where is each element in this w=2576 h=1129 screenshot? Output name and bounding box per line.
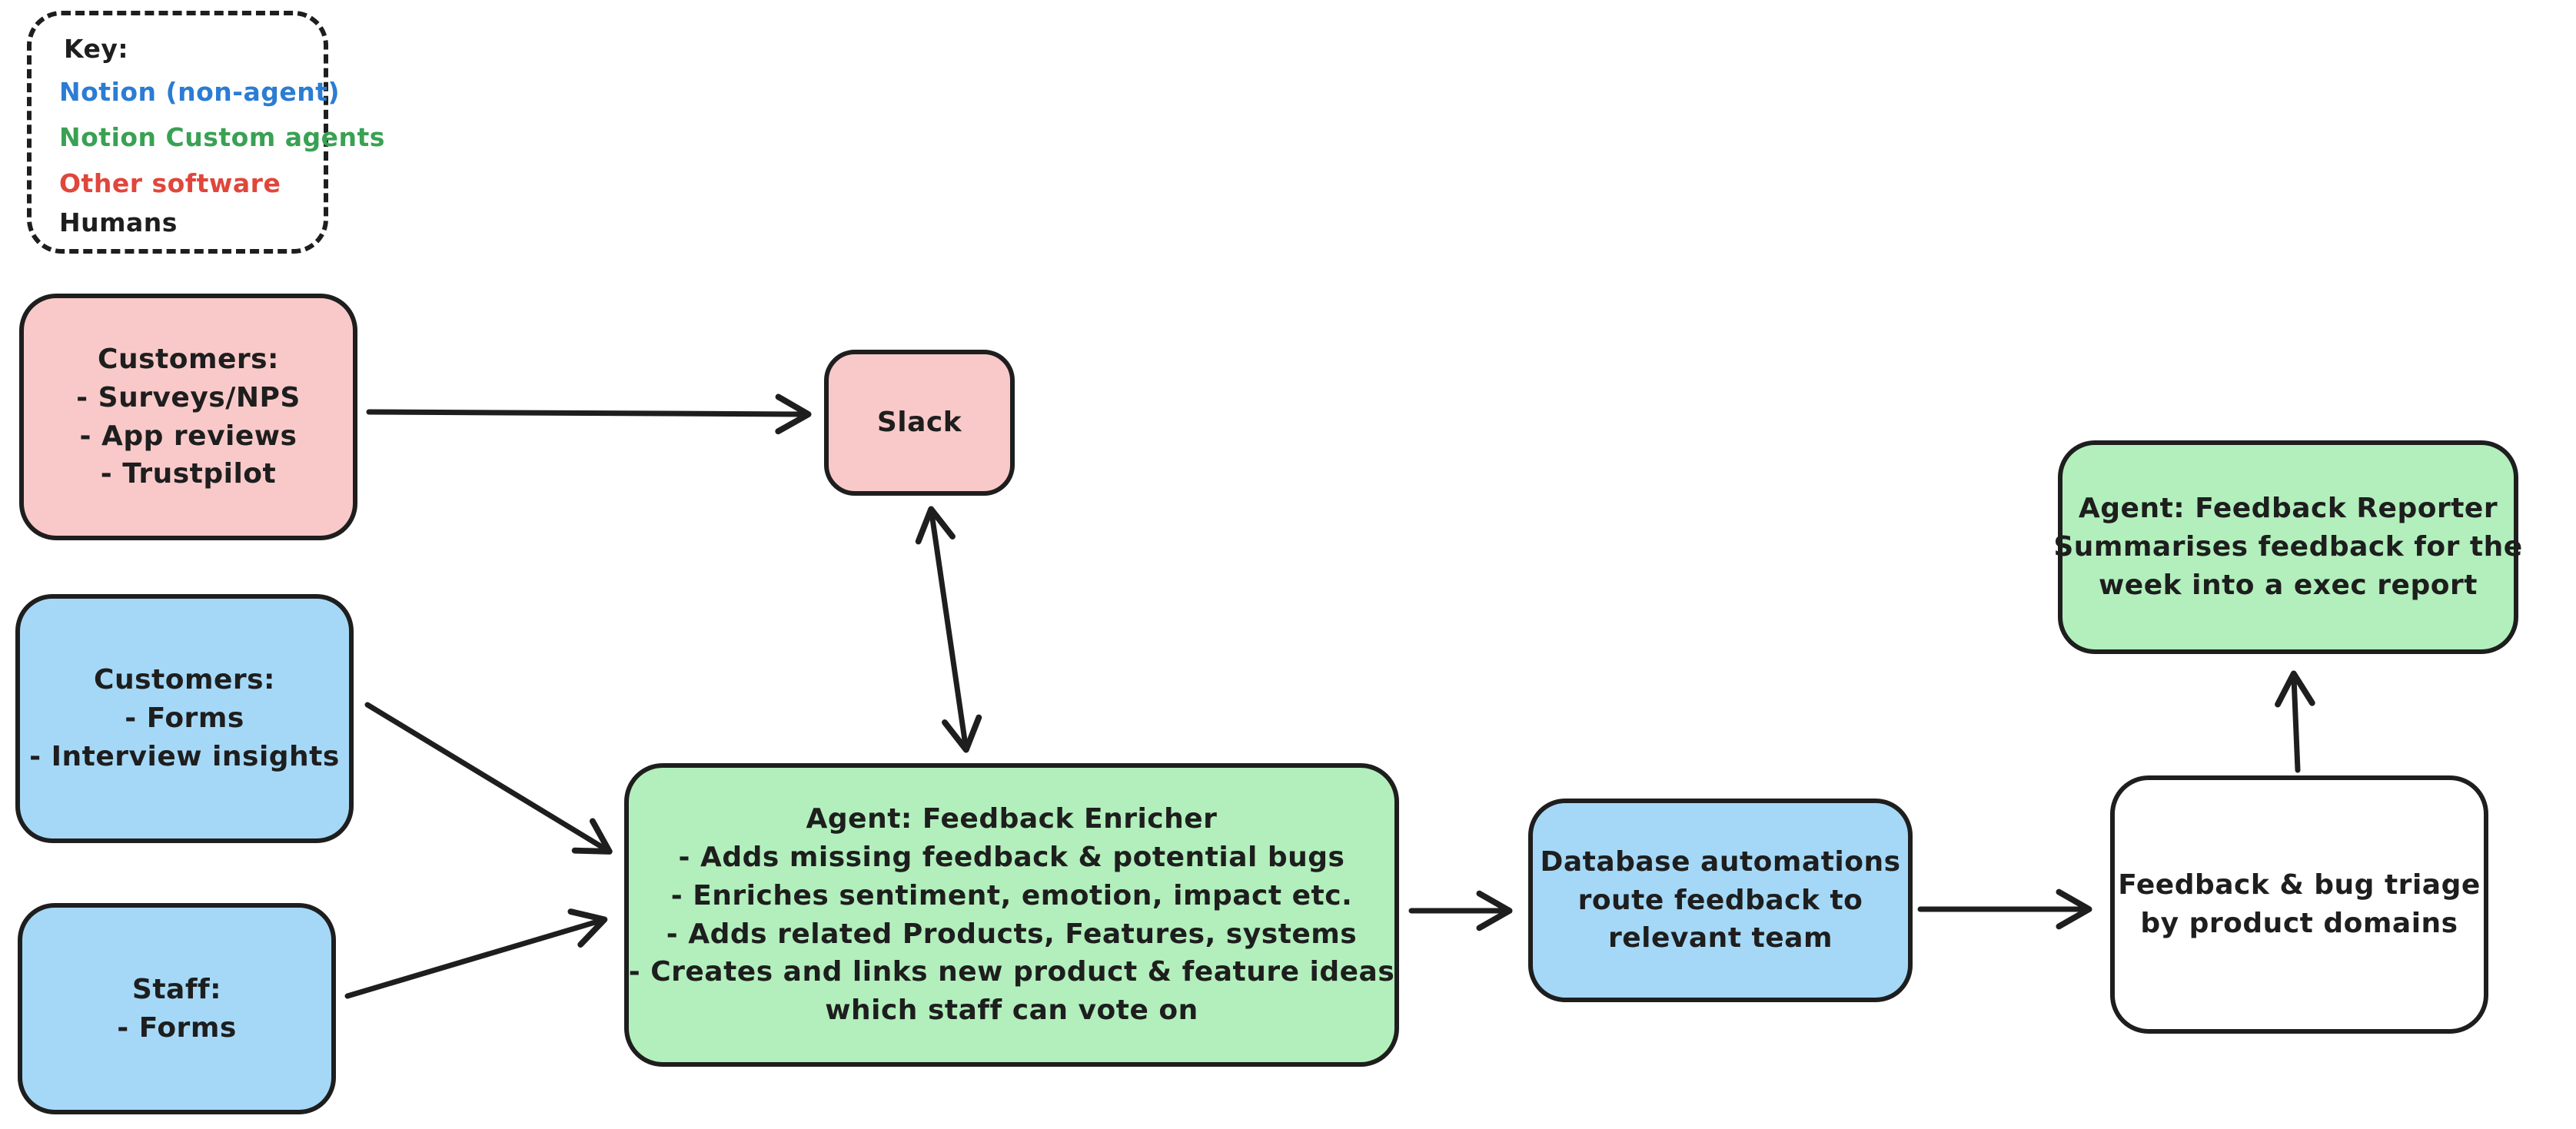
node-text-line: Staff: [131,973,222,1005]
node-text-line: Customers: [98,344,279,376]
node-text-line: - Adds related Products, Features, syste… [666,918,1358,950]
node-text-line: - Adds missing feedback & potential bugs [678,842,1345,874]
node-text-line: - Surveys/NPS [76,381,301,413]
node-feedback-triage[interactable]: Feedback & bug triage by product domains [2110,775,2488,1034]
arrow-staff-to-enricher[interactable] [344,908,608,999]
legend-box[interactable]: Key: Notion (non-agent) Notion Custom ag… [27,11,384,254]
node-text-line: Database automations [1540,845,1901,878]
node-text-line: - Trustpilot [100,458,277,490]
node-text-line: - Forms [117,1011,237,1044]
node-text-line: which staff can vote on [825,994,1198,1026]
node-text-line: - App reviews [79,420,297,452]
arrow-customers-external-to-slack[interactable] [366,393,812,435]
legend-item-notion-non-agent: Notion (non-agent) [59,77,341,107]
node-text-line: Agent: Feedback Reporter [2078,493,2498,525]
node-text-line: Feedback & bug triage [2118,869,2481,902]
node-staff[interactable]: Staff: - Forms [18,903,336,1114]
legend-title: Key: [64,34,129,64]
node-text-line: - Creates and links new product & featur… [628,956,1395,988]
node-text-line: relevant team [1608,922,1833,955]
node-text-line: week into a exec report [2099,569,2478,601]
node-text-line: - Interview insights [29,740,340,772]
node-database-automations[interactable]: Database automations route feedback to r… [1528,799,1913,1002]
node-text-line: Customers: [94,664,275,696]
node-slack[interactable]: Slack [824,350,1015,496]
node-text-line: route feedback to [1577,884,1863,916]
node-text-line: Summarises feedback for the [2053,531,2523,563]
legend-item-humans: Humans [59,208,178,237]
node-customers-notion[interactable]: Customers: - Forms - Interview insights [15,594,354,843]
node-feedback-enricher[interactable]: Agent: Feedback Enricher - Adds missing … [624,763,1399,1067]
arrow-triage-to-reporter[interactable] [2275,670,2315,773]
legend-item-other-software: Other software [59,168,281,198]
node-text-line: - Enriches sentiment, emotion, impact et… [670,879,1353,912]
node-customers-external[interactable]: Customers: - Surveys/NPS - App reviews -… [19,294,357,540]
node-text-line: Slack [876,407,962,439]
arrow-customers-notion-to-enricher[interactable] [364,702,613,855]
node-text-line: Agent: Feedback Enricher [806,803,1218,835]
node-text-line: - Forms [125,702,244,735]
arrow-slack-enricher-two-way[interactable] [915,506,982,753]
node-feedback-reporter[interactable]: Agent: Feedback Reporter Summarises feed… [2053,440,2522,654]
node-text-line: by product domains [2140,908,2458,939]
legend-item-notion-custom-agents: Notion Custom agents [59,122,385,152]
